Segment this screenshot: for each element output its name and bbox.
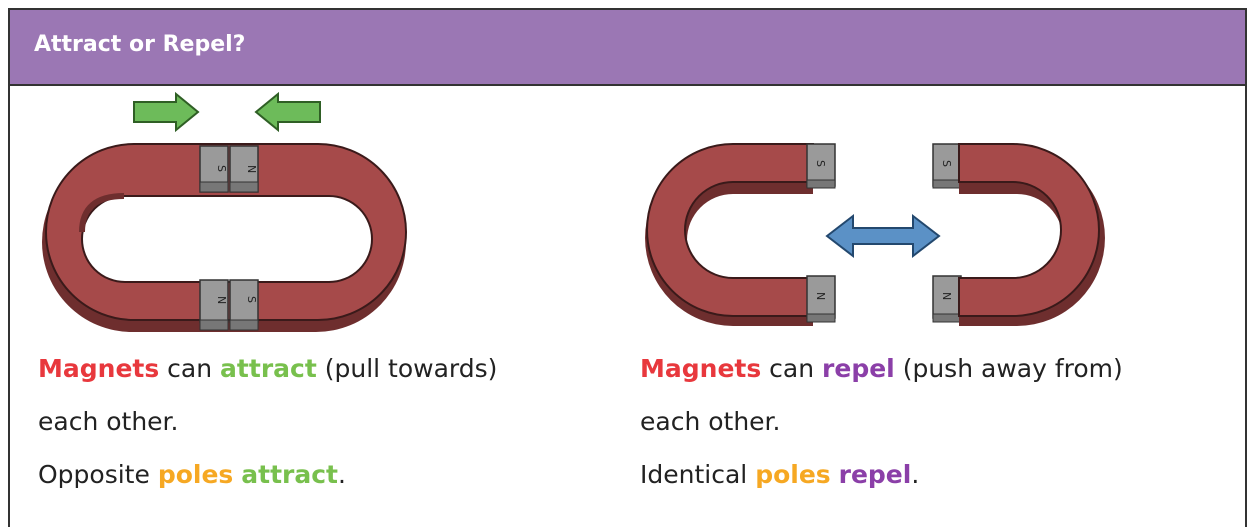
- pole-label: N: [814, 292, 827, 300]
- caption-line-1: Magnets can attract (pull towards): [38, 342, 497, 395]
- caption-text: can: [761, 354, 823, 383]
- caption-text: Identical: [640, 460, 756, 489]
- keyword-attract: attract: [241, 460, 338, 489]
- repel-rule: Identical poles repel.: [640, 448, 919, 501]
- caption-text: (pull towards): [316, 354, 498, 383]
- repel-figure: S N S N: [645, 143, 1105, 326]
- pole-left-bottom: [806, 275, 836, 319]
- pole-right-top: [932, 143, 962, 187]
- pole-label: S: [940, 160, 953, 167]
- caption-text: [831, 460, 839, 489]
- pole-label: S: [814, 160, 827, 167]
- pole-label: S: [245, 296, 258, 303]
- keyword-magnets: Magnets: [38, 354, 160, 383]
- caption-line-1: Magnets can repel (push away from): [640, 342, 1123, 395]
- attract-caption: Magnets can attract (pull towards) each …: [38, 342, 497, 448]
- keyword-attract: attract: [220, 354, 317, 383]
- pole-label: N: [245, 165, 258, 173]
- caption-line-2: each other.: [38, 407, 179, 436]
- magnet-right-body: [958, 143, 1100, 317]
- double-arrow-icon: [825, 213, 941, 259]
- pole-bottom-right: [229, 279, 259, 323]
- repel-caption: Magnets can repel (push away from) each …: [640, 342, 1123, 448]
- keyword-poles: poles: [755, 460, 831, 489]
- right-arrow-icon: [133, 91, 200, 133]
- attract-figure: S N N S: [42, 91, 407, 332]
- caption-text: .: [911, 460, 920, 489]
- left-arrow-icon: [254, 91, 321, 133]
- magnet-left-body: [646, 143, 814, 317]
- caption-line-2: each other.: [640, 407, 781, 436]
- pole-label: S: [215, 165, 228, 172]
- caption-text: .: [338, 460, 346, 489]
- caption-text: Opposite: [38, 460, 158, 489]
- keyword-poles: poles: [157, 460, 234, 489]
- magnet-hole: [81, 195, 373, 283]
- attract-rule: Opposite poles attract.: [38, 448, 346, 501]
- pole-label: N: [215, 296, 228, 304]
- keyword-repel: repel: [822, 354, 895, 383]
- keyword-magnets: Magnets: [640, 354, 762, 383]
- pole-left-top: [806, 143, 836, 187]
- pole-bottom-left: [199, 279, 229, 323]
- page-title: Attract or Repel?: [34, 32, 246, 57]
- keyword-repel: repel: [838, 460, 912, 489]
- header-bar: Attract or Repel?: [10, 10, 1245, 86]
- caption-text: can: [159, 354, 221, 383]
- caption-text: (push away from): [894, 354, 1123, 383]
- pole-label: N: [940, 292, 953, 300]
